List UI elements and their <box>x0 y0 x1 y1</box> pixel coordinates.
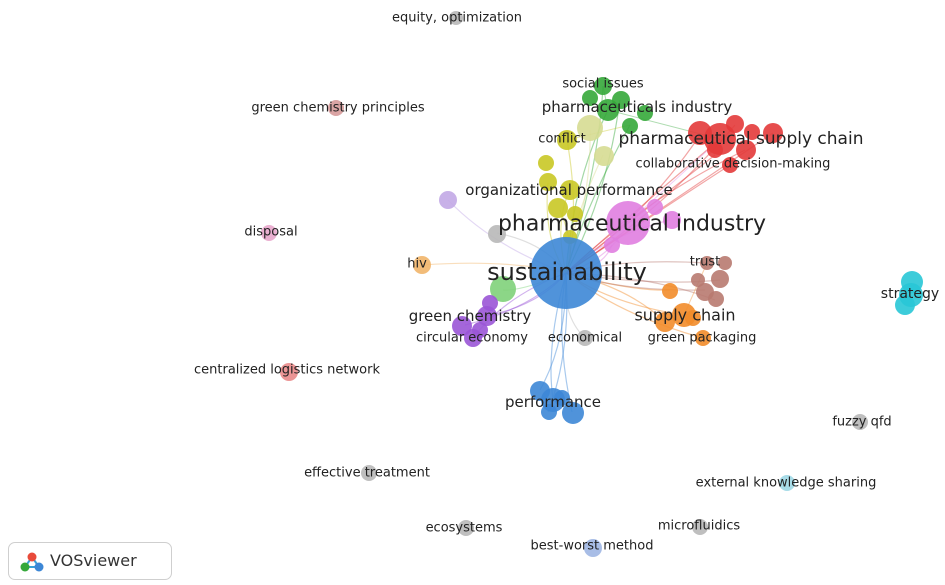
label-social-issues[interactable]: social issues <box>562 77 644 92</box>
label-trust[interactable]: trust <box>690 255 721 270</box>
label-strategy[interactable]: strategy <box>881 286 939 302</box>
label-sustainability[interactable]: sustainability <box>487 258 647 286</box>
node-brown[interactable] <box>691 273 705 287</box>
node-ecosystems[interactable] <box>458 520 474 536</box>
node-yellow[interactable] <box>567 206 583 222</box>
label-fuzzy-qfd[interactable]: fuzzy qfd <box>832 415 891 430</box>
node-external-knowledge-sharing[interactable] <box>779 475 795 491</box>
node-paleyellow[interactable] <box>577 115 603 141</box>
node-pharmaceuticals-industry[interactable] <box>597 99 619 121</box>
node-red[interactable] <box>736 140 756 160</box>
label-performance[interactable]: performance <box>505 393 601 411</box>
node-lavender[interactable] <box>439 191 457 209</box>
label-collaborative-decision-making[interactable]: collaborative decision-making <box>636 157 831 172</box>
node-microfluidics[interactable] <box>692 519 708 535</box>
node-equity-optimization[interactable] <box>449 11 463 25</box>
node-best-worst-method[interactable] <box>584 539 602 557</box>
node-social-issues[interactable] <box>594 77 612 95</box>
label-supply-chain[interactable]: supply chain <box>634 306 735 325</box>
node-pharmaceutical-supply-chain[interactable] <box>704 123 736 155</box>
nodes-layer <box>261 11 923 557</box>
node-effective-treatment[interactable] <box>361 465 377 481</box>
label-disposal[interactable]: disposal <box>244 225 297 240</box>
node-green-chemistry-principles[interactable] <box>328 100 344 116</box>
node-green-packaging[interactable] <box>695 330 711 346</box>
vosviewer-logo-icon <box>20 552 44 572</box>
label-ecosystems[interactable]: ecosystems <box>426 521 503 536</box>
node-performance[interactable] <box>541 388 565 412</box>
label-conflict[interactable]: conflict <box>538 132 585 147</box>
node-fuzzy-qfd[interactable] <box>852 414 868 430</box>
node-green[interactable] <box>582 90 598 106</box>
node-green-chemistry[interactable] <box>477 306 497 326</box>
node-green[interactable] <box>622 118 638 134</box>
node-organizational-performance[interactable] <box>560 180 580 200</box>
node-sustainability[interactable] <box>530 237 602 309</box>
node-strategy[interactable] <box>899 283 923 307</box>
node-paleyellow[interactable] <box>594 146 614 166</box>
node-pink[interactable] <box>663 211 681 229</box>
node-purple[interactable] <box>452 316 472 336</box>
node-circular-economy[interactable] <box>464 329 482 347</box>
label-pharmaceutical-supply-chain[interactable]: pharmaceutical supply chain <box>619 129 864 149</box>
labels-layer: equity, optimization green chemistry prin… <box>194 11 939 554</box>
node-pharmaceutical-industry[interactable] <box>606 201 650 245</box>
label-microfluidics[interactable]: microfluidics <box>658 519 740 534</box>
label-organizational-performance[interactable]: organizational performance <box>465 181 672 199</box>
label-equity-optimization[interactable]: equity, optimization <box>392 11 522 26</box>
node-red[interactable] <box>763 123 783 143</box>
label-pharmaceuticals-industry[interactable]: pharmaceuticals industry <box>542 98 733 116</box>
node-yellow[interactable] <box>539 173 557 191</box>
node-brown[interactable] <box>711 270 729 288</box>
label-circular-economy[interactable]: circular economy <box>416 331 528 346</box>
node-lightgreen[interactable] <box>490 276 516 302</box>
label-external-knowledge-sharing[interactable]: external knowledge sharing <box>696 476 877 491</box>
node-blue[interactable] <box>562 402 584 424</box>
label-green-chemistry[interactable]: green chemistry <box>409 307 532 325</box>
node-yellow[interactable] <box>538 155 554 171</box>
node-trust[interactable] <box>700 256 714 270</box>
node-green[interactable] <box>637 105 653 121</box>
vosviewer-label: VOSviewer <box>50 551 137 570</box>
node-collaborative-decision-making[interactable] <box>722 157 738 173</box>
node-brown[interactable] <box>718 256 732 270</box>
node-orange[interactable] <box>655 312 675 332</box>
node-hiv[interactable] <box>413 256 431 274</box>
node-orange[interactable] <box>662 283 678 299</box>
label-green-chemistry-principles[interactable]: green chemistry principles <box>251 101 424 116</box>
vosviewer-badge[interactable]: VOSviewer <box>8 542 172 580</box>
label-green-packaging[interactable]: green packaging <box>648 331 757 346</box>
node-supply-chain[interactable] <box>672 303 696 327</box>
node-economical[interactable] <box>577 330 593 346</box>
node-yellow[interactable] <box>548 198 568 218</box>
node-disposal[interactable] <box>261 225 277 241</box>
label-best-worst-method[interactable]: best-worst method <box>531 539 654 554</box>
label-centralized-logistics-network[interactable]: centralized logistics network <box>194 363 380 378</box>
label-pharmaceutical-industry[interactable]: pharmaceutical industry <box>498 212 766 237</box>
label-hiv[interactable]: hiv <box>407 257 427 272</box>
node-pink[interactable] <box>647 199 663 215</box>
node-grey[interactable] <box>488 225 506 243</box>
label-economical[interactable]: economical <box>548 331 622 346</box>
label-effective-treatment[interactable]: effective treatment <box>304 466 430 481</box>
node-red[interactable] <box>744 124 760 140</box>
node-centralized-logistics-network[interactable] <box>280 363 298 381</box>
node-brown[interactable] <box>708 291 724 307</box>
node-conflict[interactable] <box>557 130 577 150</box>
